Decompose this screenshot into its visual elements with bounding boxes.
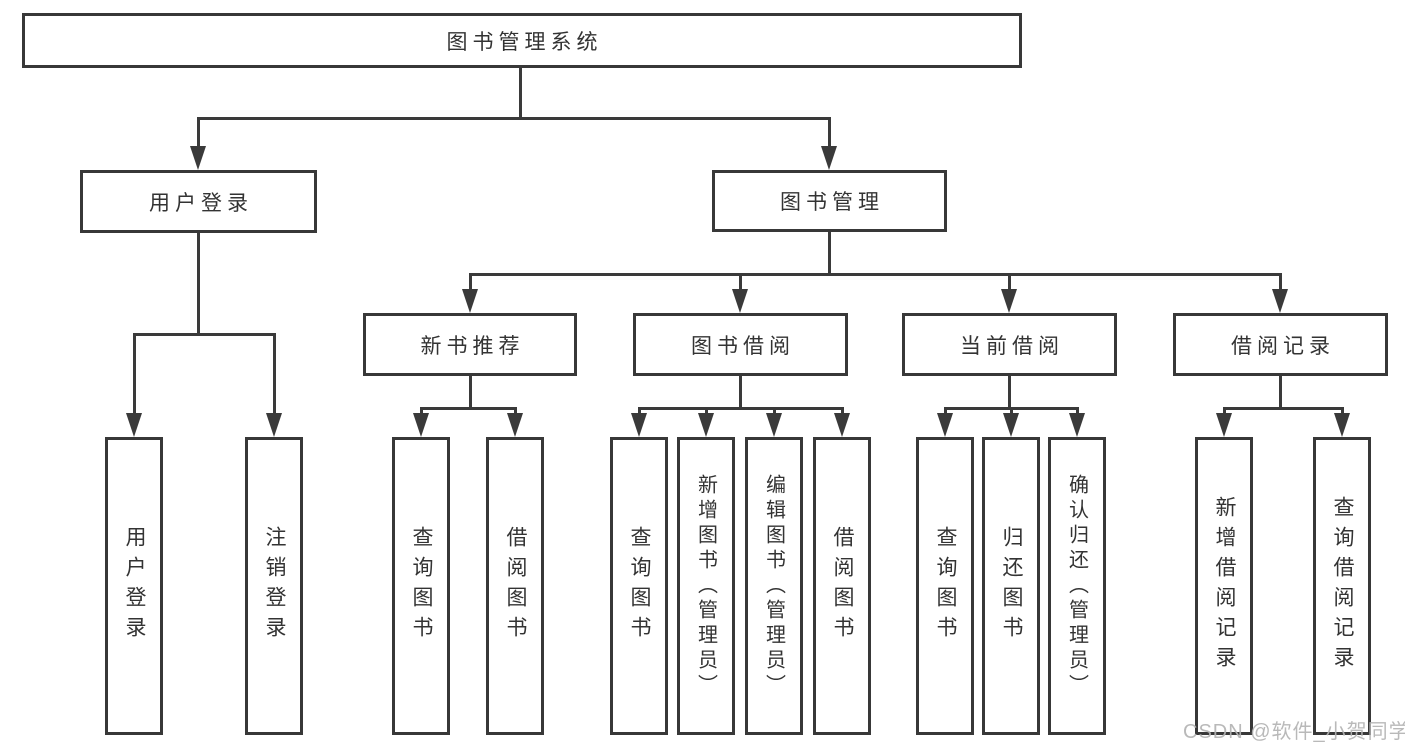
node-label: 新书推荐 [420, 334, 525, 358]
connector-vline [638, 407, 641, 415]
connector-hline [420, 407, 516, 410]
leaf-query-books-recommend: 查询图书 [392, 437, 450, 735]
node-label: 新增图书（管理员） [694, 473, 717, 699]
arrowhead-down-icon [937, 413, 953, 437]
arrowhead-down-icon [1001, 289, 1017, 313]
arrowhead-down-icon [1334, 413, 1350, 437]
connector-hline [469, 273, 1282, 276]
node-label: 新增借阅记录 [1213, 496, 1236, 676]
arrowhead-down-icon [266, 413, 282, 437]
leaf-return-books: 归还图书 [982, 437, 1040, 735]
connector-vline [705, 407, 708, 415]
connector-vline [841, 407, 844, 415]
leaf-logout: 注销登录 [245, 437, 303, 735]
leaf-user-login: 用户登录 [105, 437, 163, 735]
connector-vline [1076, 407, 1079, 415]
connector-vline [197, 233, 200, 333]
node-label: 归还图书 [1000, 526, 1023, 646]
connector-hline [638, 407, 843, 410]
node-label: 用户登录 [123, 526, 146, 646]
connector-vline [469, 273, 472, 293]
node-label: 注销登录 [263, 526, 286, 646]
node-user-login: 用户登录 [80, 170, 317, 233]
connector-vline [1341, 407, 1344, 415]
connector-vline [773, 407, 776, 415]
arrowhead-down-icon [698, 413, 714, 437]
connector-vline [420, 407, 423, 415]
connector-vline [469, 376, 472, 409]
node-label: 借阅记录 [1231, 334, 1335, 358]
leaf-edit-book-admin: 编辑图书（管理员） [745, 437, 803, 735]
node-label: 查询图书 [628, 526, 651, 646]
node-label: 用户登录 [149, 191, 253, 215]
connector-vline [739, 273, 742, 293]
node-label: 查询图书 [934, 526, 957, 646]
node-current-borrowing: 当前借阅 [902, 313, 1117, 376]
connector-vline [828, 232, 831, 275]
connector-vline [1008, 376, 1011, 409]
leaf-confirm-return-admin: 确认归还（管理员） [1048, 437, 1106, 735]
arrowhead-down-icon [732, 289, 748, 313]
leaf-query-books-current: 查询图书 [916, 437, 974, 735]
node-label: 当前借阅 [960, 334, 1064, 358]
connector-vline [739, 376, 742, 409]
connector-vline [1223, 407, 1226, 415]
leaf-query-books-borrowing: 查询图书 [610, 437, 668, 735]
connector-vline [514, 407, 517, 415]
arrowhead-down-icon [1272, 289, 1288, 313]
connector-hline [1223, 407, 1343, 410]
node-label: 借阅图书 [504, 526, 527, 646]
csdn-watermark: CSDN @软件_小贺同学 [1183, 721, 1405, 743]
node-label: 编辑图书（管理员） [762, 473, 785, 699]
node-label: 确认归还（管理员） [1065, 473, 1088, 699]
connector-vline [197, 117, 200, 149]
node-new-book-recommend: 新书推荐 [363, 313, 577, 376]
node-label: 图书借阅 [691, 334, 795, 358]
arrowhead-down-icon [1216, 413, 1232, 437]
arrowhead-down-icon [190, 146, 206, 170]
connector-hline [133, 333, 275, 336]
node-library-system: 图书管理系统 [22, 13, 1022, 68]
leaf-add-borrow-record: 新增借阅记录 [1195, 437, 1253, 735]
connector-vline [944, 407, 947, 415]
leaf-borrow-books-recommend: 借阅图书 [486, 437, 544, 735]
connector-vline [1279, 273, 1282, 293]
arrowhead-down-icon [413, 413, 429, 437]
node-borrowing-records: 借阅记录 [1173, 313, 1388, 376]
node-book-borrowing: 图书借阅 [633, 313, 848, 376]
connector-vline [1279, 376, 1282, 409]
connector-vline [519, 68, 522, 118]
arrowhead-down-icon [1069, 413, 1085, 437]
connector-hline [198, 117, 831, 120]
leaf-add-book-admin: 新增图书（管理员） [677, 437, 735, 735]
node-label: 借阅图书 [831, 526, 854, 646]
arrowhead-down-icon [631, 413, 647, 437]
arrowhead-down-icon [462, 289, 478, 313]
node-label: 图书管理 [780, 191, 884, 214]
connector-vline [273, 333, 276, 415]
node-label: 图书管理系统 [446, 30, 603, 54]
arrowhead-down-icon [766, 413, 782, 437]
arrowhead-down-icon [821, 146, 837, 170]
leaf-borrow-books: 借阅图书 [813, 437, 871, 735]
leaf-query-borrow-record: 查询借阅记录 [1313, 437, 1371, 735]
node-book-management: 图书管理 [712, 170, 947, 232]
arrowhead-down-icon [834, 413, 850, 437]
connector-vline [1008, 273, 1011, 293]
connector-vline [828, 117, 831, 149]
arrowhead-down-icon [1003, 413, 1019, 437]
connector-vline [1010, 407, 1013, 415]
connector-vline [133, 333, 136, 415]
arrowhead-down-icon [507, 413, 523, 437]
node-label: 查询图书 [410, 526, 433, 646]
node-label: 查询借阅记录 [1331, 496, 1354, 676]
arrowhead-down-icon [126, 413, 142, 437]
